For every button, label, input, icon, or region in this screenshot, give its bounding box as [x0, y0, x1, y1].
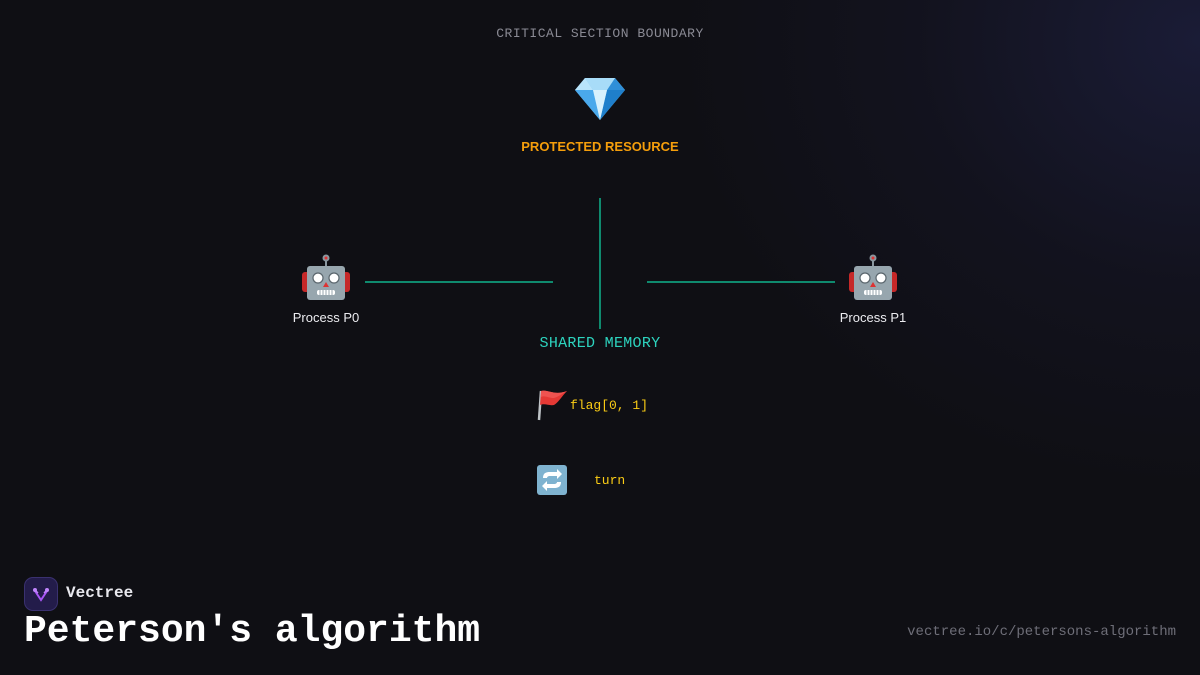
connector-vertical — [599, 198, 601, 329]
red-flag-icon — [536, 388, 570, 422]
critical-section-label: CRITICAL SECTION BOUNDARY — [496, 26, 704, 41]
turn-variable-label: turn — [594, 473, 626, 488]
vectree-logo-icon — [24, 577, 58, 611]
connector-p0 — [365, 281, 553, 283]
brand-name: Vectree — [66, 584, 134, 602]
gem-icon — [570, 70, 630, 126]
process-p1-label: Process P1 — [839, 310, 907, 325]
robot-icon — [266, 252, 386, 304]
protected-resource-label: PROTECTED RESOURCE — [521, 139, 679, 154]
page-title: Peterson's algorithm — [24, 610, 481, 653]
robot-icon — [813, 252, 933, 304]
page-url: vectree.io/c/petersons-algorithm — [907, 624, 1176, 640]
process-p0-node: Process P0 — [266, 252, 386, 325]
process-p1-node: Process P1 — [813, 252, 933, 325]
shared-memory-label: SHARED MEMORY — [539, 335, 661, 352]
flag-variable-label: flag[0, 1] — [570, 398, 649, 413]
process-p0-label: Process P0 — [292, 310, 360, 325]
connector-p1 — [647, 281, 835, 283]
cycle-arrows-icon — [536, 464, 568, 496]
